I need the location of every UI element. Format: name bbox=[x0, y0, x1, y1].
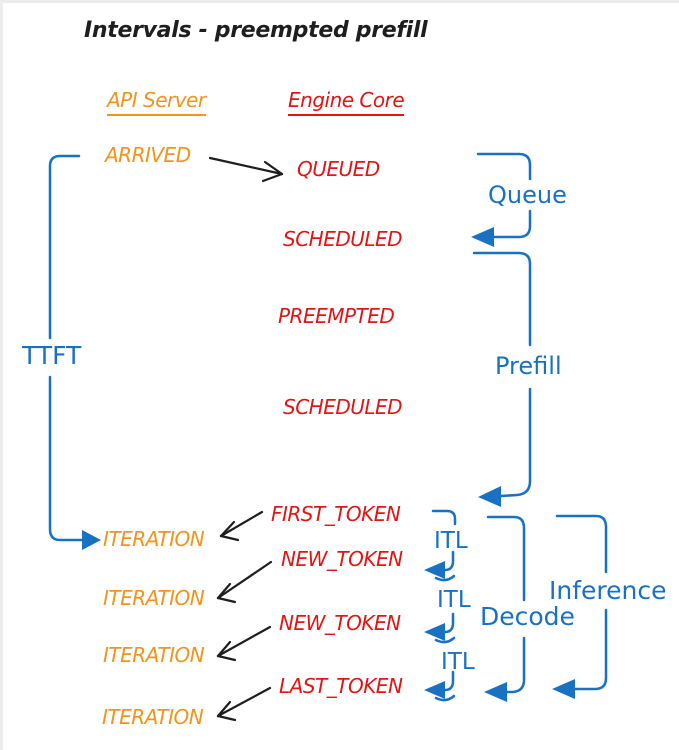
new-token-1-to-iteration-arrow bbox=[216, 560, 273, 604]
queue-bracket bbox=[471, 152, 532, 247]
column-header-api-server: API Server bbox=[107, 88, 206, 116]
event-new-token-2: NEW_TOKEN bbox=[279, 611, 401, 635]
event-last-token: LAST_TOKEN bbox=[279, 674, 403, 698]
decode-bracket bbox=[484, 515, 526, 702]
itl-arrowhead-3-icon bbox=[424, 681, 445, 699]
decode-arrowhead-icon bbox=[484, 682, 507, 702]
queue-arrowhead-icon bbox=[471, 227, 494, 247]
itl-bracket-1 bbox=[424, 509, 457, 582]
new-token-2-to-iteration-arrow bbox=[216, 625, 272, 662]
interval-label-inference: Inference bbox=[549, 576, 667, 605]
inference-bracket bbox=[552, 514, 608, 699]
diagram-title: Intervals - preempted prefill bbox=[84, 18, 428, 43]
event-scheduled-2: SCHEDULED bbox=[283, 395, 403, 419]
event-iteration-1: ITERATION bbox=[103, 527, 205, 551]
window-edge-top bbox=[0, 0, 679, 3]
interval-label-ttft: TTFT bbox=[22, 341, 82, 370]
event-first-token: FIRST_TOKEN bbox=[271, 502, 401, 526]
itl-arrow-2 bbox=[424, 612, 456, 644]
itl-arrow-3 bbox=[424, 670, 456, 702]
interval-label-itl-2: ITL bbox=[437, 587, 471, 613]
prefill-bracket bbox=[472, 251, 532, 507]
interval-label-queue: Queue bbox=[488, 181, 567, 209]
arrived-to-queued-arrow bbox=[208, 156, 284, 183]
first-token-to-iteration-arrow bbox=[219, 510, 264, 542]
prefill-arrowhead-icon bbox=[478, 486, 501, 507]
event-iteration-3: ITERATION bbox=[103, 643, 205, 667]
last-token-to-iteration-arrow bbox=[216, 686, 272, 722]
event-new-token-1: NEW_TOKEN bbox=[281, 547, 403, 571]
interval-label-itl-1: ITL bbox=[434, 528, 468, 554]
interval-label-itl-3: ITL bbox=[441, 649, 475, 675]
interval-label-prefill: Prefill bbox=[495, 352, 562, 380]
itl-arrowhead-1-icon bbox=[424, 561, 445, 579]
window-edge-left bbox=[0, 0, 3, 750]
column-header-engine-core: Engine Core bbox=[288, 88, 405, 116]
event-queued: QUEUED bbox=[297, 157, 380, 181]
ttft-arrowhead-icon bbox=[82, 530, 101, 550]
event-scheduled-1: SCHEDULED bbox=[283, 227, 403, 251]
ttft-bracket bbox=[48, 154, 101, 550]
event-iteration-2: ITERATION bbox=[103, 586, 205, 610]
inference-arrowhead-icon bbox=[552, 679, 575, 699]
event-iteration-4: ITERATION bbox=[102, 705, 204, 729]
interval-label-decode: Decode bbox=[480, 602, 575, 631]
event-arrived: ARRIVED bbox=[105, 143, 191, 167]
event-preempted: PREEMPTED bbox=[278, 304, 395, 328]
itl-arrowhead-2-icon bbox=[424, 623, 445, 641]
